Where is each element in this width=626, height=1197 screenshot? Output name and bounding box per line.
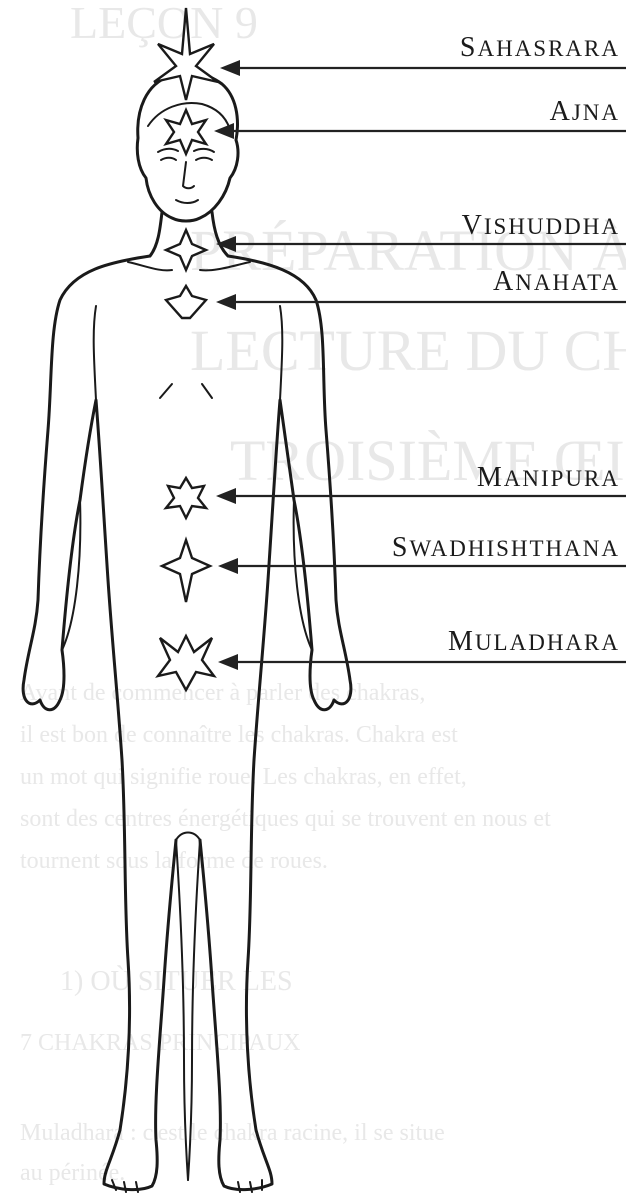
ghost-subheading-line1: 1) OÙ SITUER LES <box>60 966 293 997</box>
arrow-muladhara <box>218 654 626 670</box>
ghost-paragraph-line1: Avant de commencer à parler des chakras, <box>20 680 425 706</box>
ajna-star <box>166 110 206 154</box>
ghost-title-line2: LECTURE DU CHAKRA, <box>190 318 626 383</box>
right-eye <box>196 158 212 160</box>
label-muladhara: MULADHARA <box>448 626 620 657</box>
label-vishuddha: VISHUDDHA <box>462 210 620 241</box>
ghost-paragraph-line2: il est bon de connaître les chakras. Cha… <box>20 722 458 748</box>
label-anahata: ANAHATA <box>493 266 620 297</box>
label-ajna: AJNA <box>550 96 620 127</box>
arrow-anahata <box>216 294 626 310</box>
manipura-star <box>166 478 206 518</box>
chest-mark-left <box>160 384 172 398</box>
label-manipura: MANIPURA <box>477 462 620 493</box>
anahata-star <box>166 286 206 318</box>
mouth <box>176 200 198 203</box>
ghost-heading: LEÇON 9 <box>70 0 258 48</box>
arrow-sahasrara <box>220 60 626 76</box>
left-eye <box>161 158 176 160</box>
chest-mark-right <box>202 384 212 398</box>
label-swadhishthana: SWADHISHTHANA <box>392 532 620 563</box>
background-page-text: LEÇON 9 PRÉPARATION À LA LECTURE DU CHAK… <box>20 0 626 1186</box>
crotch <box>176 833 200 841</box>
ghost-bottom-line1: Muladhara : c'est le chakra racine, il s… <box>20 1120 445 1146</box>
nose <box>183 162 194 188</box>
right-eyebrow <box>194 149 214 152</box>
left-eyebrow <box>158 149 178 152</box>
collarbone-left <box>128 262 172 270</box>
label-sahasrara: SAHASRARA <box>460 32 620 63</box>
left-inner-arm <box>94 306 96 400</box>
ghost-paragraph-line3: un mot qui signifie roue. Les chakras, e… <box>20 764 467 790</box>
ghost-paragraph-line4: sont des centres énergétiques qui se tro… <box>20 806 551 832</box>
neck-left <box>150 212 162 256</box>
swadhishthana-star <box>162 540 210 602</box>
